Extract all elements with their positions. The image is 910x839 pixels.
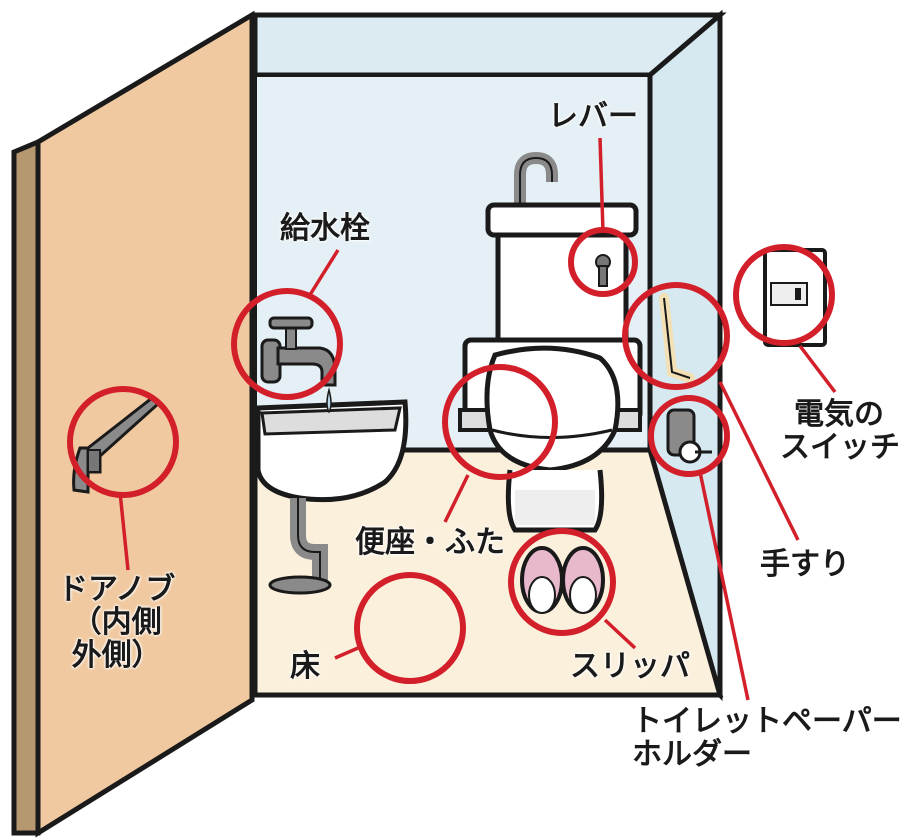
pointer-lines: [118, 137, 837, 701]
label-paper-holder: トイレットペーパー ホルダー: [632, 705, 902, 771]
label-door-knob-outside: 外側）: [71, 638, 162, 673]
ring-switch: [733, 244, 835, 346]
door: [11, 10, 255, 838]
ring-slippers: [508, 528, 616, 636]
toilet-tank: [485, 151, 639, 343]
back-wall: [252, 12, 727, 78]
paper-holder: [666, 408, 712, 464]
ring-door-knob: [67, 386, 179, 498]
label-paper-holder-line1: トイレットペーパー: [632, 704, 902, 739]
faucet: [260, 316, 337, 414]
label-seat-lid: 便座・ふた: [355, 525, 505, 560]
ring-lever: [568, 227, 638, 297]
label-door-knob-title: ドアノブ: [58, 572, 176, 607]
ring-seat-lid: [442, 364, 558, 480]
label-light-switch-line1: 電気の: [794, 397, 884, 432]
handrail: [659, 293, 695, 383]
ring-handrail: [622, 282, 730, 390]
highlight-rings: [67, 227, 835, 684]
ring-paper-holder: [648, 395, 730, 477]
ring-faucet: [231, 288, 343, 400]
label-handrail: 手すり: [760, 547, 850, 582]
label-paper-holder-line2: ホルダー: [632, 737, 752, 772]
label-light-switch-line2: スイッチ: [780, 430, 900, 465]
label-light-switch: 電気の スイッチ: [780, 398, 900, 464]
label-door-knob-inside: （内側: [71, 605, 162, 640]
label-slippers: スリッパ: [570, 649, 690, 684]
label-lever: レバー: [548, 99, 638, 134]
slippers: [520, 546, 605, 614]
ring-floor: [354, 572, 466, 684]
label-door-knob: ドアノブ （内側 外側）: [58, 573, 175, 672]
label-floor: 床: [290, 649, 320, 684]
label-faucet: 給水栓: [280, 211, 370, 246]
sink: [255, 399, 409, 595]
